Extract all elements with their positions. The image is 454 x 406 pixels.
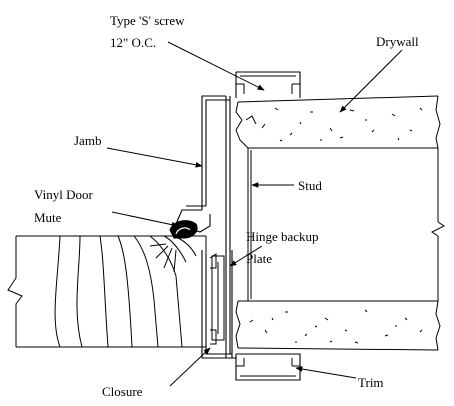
- hinge-label-line2: Plate: [246, 251, 272, 266]
- leader-lines: [106, 41, 403, 387]
- vinyl-door-mute: [169, 220, 198, 239]
- drywall-label: Drywall: [376, 34, 419, 49]
- mute-label-line2: Mute: [34, 210, 62, 225]
- trim-label: Trim: [358, 375, 384, 390]
- screw-label-line1: Type 'S' screw: [110, 13, 185, 28]
- callout-labels: Type 'S' screw 12" O.C. Drywall Jamb Stu…: [34, 13, 419, 399]
- closure-label: Closure: [102, 384, 143, 399]
- mute-label-line1: Vinyl Door: [34, 187, 93, 202]
- hinge-backup-plate: [209, 253, 225, 345]
- lower-drywall: [235, 300, 441, 351]
- jamb-label: Jamb: [74, 133, 101, 148]
- upper-drywall: [235, 95, 441, 149]
- hinge-label-line1: Hinge backup: [246, 229, 319, 244]
- stud-label: Stud: [298, 178, 322, 193]
- trim-pieces: [236, 83, 300, 367]
- door-leaf: [7, 235, 207, 348]
- screw-label-line2: 12" O.C.: [110, 35, 156, 50]
- stud: [247, 148, 445, 301]
